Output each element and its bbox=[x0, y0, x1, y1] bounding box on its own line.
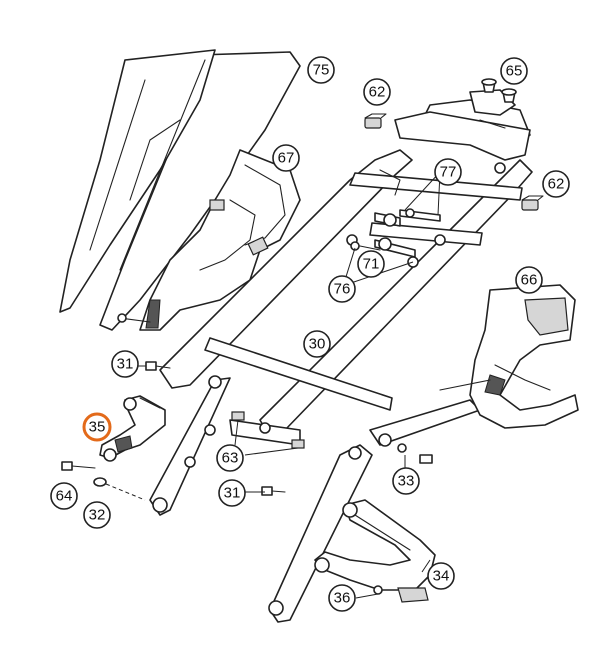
callout-65: 65 bbox=[500, 57, 528, 85]
callout-64: 64 bbox=[50, 482, 78, 510]
callout-32: 32 bbox=[83, 501, 111, 529]
callout-75: 75 bbox=[307, 56, 335, 84]
bolt-31-upper[interactable] bbox=[145, 361, 171, 371]
svg-text:62: 62 bbox=[369, 84, 386, 101]
callout-62: 62 bbox=[363, 78, 391, 106]
svg-text:35: 35 bbox=[89, 419, 106, 436]
callout-63: 63 bbox=[216, 444, 244, 472]
svg-text:67: 67 bbox=[278, 150, 295, 167]
svg-text:71: 71 bbox=[363, 256, 380, 273]
svg-text:66: 66 bbox=[521, 272, 538, 289]
footpeg-bracket-34[interactable] bbox=[314, 499, 436, 603]
right-bracket-assembly[interactable] bbox=[439, 284, 579, 429]
callout-67: 67 bbox=[272, 144, 300, 172]
svg-text:32: 32 bbox=[89, 507, 106, 524]
bolt-31-lower[interactable] bbox=[261, 486, 286, 496]
bracket-assembly[interactable] bbox=[117, 149, 301, 331]
washer-32[interactable] bbox=[93, 477, 146, 501]
bolt-36[interactable] bbox=[373, 585, 383, 595]
svg-text:76: 76 bbox=[334, 281, 351, 298]
bolts-spacers-group[interactable] bbox=[350, 208, 441, 268]
callout-66: 66 bbox=[515, 266, 543, 294]
svg-text:65: 65 bbox=[506, 63, 523, 80]
callout-77: 77 bbox=[434, 158, 462, 186]
side-cover-panel[interactable] bbox=[59, 49, 301, 331]
svg-text:75: 75 bbox=[313, 62, 330, 79]
callout-30: 30 bbox=[303, 330, 331, 358]
grommets[interactable] bbox=[481, 78, 517, 103]
clip-upper[interactable] bbox=[364, 113, 387, 129]
svg-text:31: 31 bbox=[117, 356, 134, 373]
callout-31-upper: 31 bbox=[111, 350, 139, 378]
fastener-set-33[interactable] bbox=[378, 433, 433, 464]
callout-34: 34 bbox=[427, 562, 455, 590]
callout-71: 71 bbox=[357, 250, 385, 278]
svg-text:77: 77 bbox=[440, 164, 457, 181]
svg-text:31: 31 bbox=[224, 485, 241, 502]
callout-36: 36 bbox=[328, 584, 356, 612]
svg-text:62: 62 bbox=[548, 176, 565, 193]
bracket-35[interactable] bbox=[99, 395, 166, 462]
rear-frame[interactable] bbox=[149, 89, 533, 623]
svg-text:63: 63 bbox=[222, 450, 239, 467]
callout-62-right: 62 bbox=[542, 170, 570, 198]
callout-33: 33 bbox=[392, 467, 420, 495]
clip-right[interactable] bbox=[521, 195, 544, 211]
callout-31-lower: 31 bbox=[218, 479, 246, 507]
callout-35: 35 bbox=[82, 412, 112, 442]
svg-text:36: 36 bbox=[334, 590, 351, 607]
svg-text:64: 64 bbox=[56, 488, 73, 505]
bolt-64[interactable] bbox=[61, 461, 96, 471]
svg-text:30: 30 bbox=[309, 336, 326, 353]
svg-text:33: 33 bbox=[398, 473, 415, 490]
svg-text:34: 34 bbox=[433, 568, 450, 585]
callout-76: 76 bbox=[328, 275, 356, 303]
